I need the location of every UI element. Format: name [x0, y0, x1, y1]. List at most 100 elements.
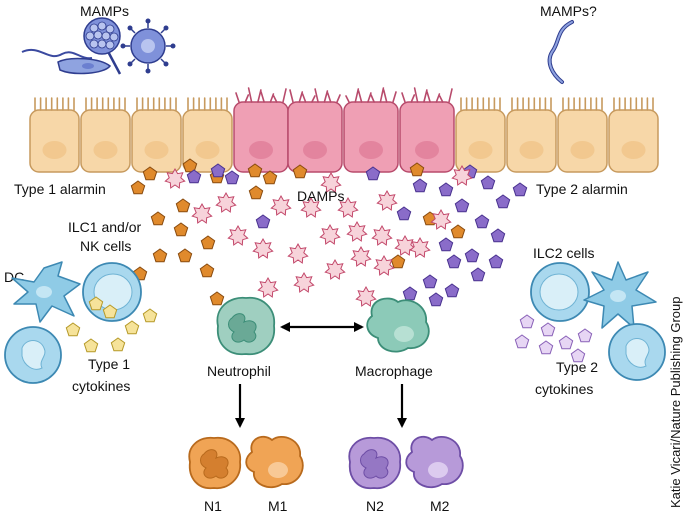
image-credit: Katie Vicari/Nature Publishing Group — [668, 297, 683, 509]
type2-alarmin — [422, 274, 438, 289]
type2-alarmin-label: Type 2 alarmin — [536, 181, 628, 197]
type1-cytokine — [142, 308, 158, 323]
type1-alarmin — [177, 248, 193, 263]
type1-alarmin — [200, 235, 216, 250]
damp — [191, 202, 213, 224]
type2-alarmin — [438, 182, 454, 197]
damp — [355, 285, 377, 307]
damp — [430, 208, 452, 230]
type2-alarmin — [186, 169, 202, 184]
type2-alarmin — [444, 283, 460, 298]
damp — [320, 171, 342, 193]
type1-alarmin — [152, 248, 168, 263]
type2-alarmin — [512, 182, 528, 197]
type2-alarmin — [454, 198, 470, 213]
type1-alarmin — [292, 164, 308, 179]
damp — [337, 196, 359, 218]
epithelial-cell — [80, 97, 131, 173]
lymphocyte-icon-left — [4, 326, 62, 384]
type1-cytokine — [88, 296, 104, 311]
type2-cytokines — [514, 314, 593, 363]
type2-cytokine — [519, 314, 535, 329]
damp — [451, 164, 473, 186]
type2-cytokines-label-line1: Type 2 — [556, 359, 598, 375]
damaged-epithelial-cell — [343, 87, 399, 173]
type1-alarmin — [248, 185, 264, 200]
type2-alarmin — [255, 214, 271, 229]
damp — [394, 234, 416, 256]
dendritic-cell-icon-right — [583, 261, 657, 329]
type1-cytokine — [65, 322, 81, 337]
type1-alarmin — [199, 263, 215, 278]
microbe-right — [547, 20, 574, 84]
epithelium — [29, 87, 659, 173]
epithelial-cell — [182, 97, 233, 173]
flagellate-icon — [21, 49, 112, 75]
type2-alarmin — [365, 166, 381, 181]
damp — [350, 245, 372, 267]
type1-alarmin — [450, 224, 466, 239]
type2-cytokine — [540, 322, 556, 337]
n2-label: N2 — [366, 498, 384, 514]
damaged-epithelial-cell — [233, 87, 289, 173]
damp — [215, 191, 237, 213]
fungus-icon — [83, 17, 122, 75]
type1-cytokine — [83, 338, 99, 353]
epithelial-cell — [506, 97, 557, 173]
m1-label: M1 — [268, 498, 288, 514]
neutrophil-cell-icon — [216, 296, 275, 356]
type2-alarmin — [480, 175, 496, 190]
type2-cytokine — [570, 348, 586, 363]
type2-cytokine — [538, 340, 554, 355]
mamps-right-label: MAMPs? — [540, 3, 597, 19]
epithelial-cell — [131, 97, 182, 173]
epithelial-cell — [29, 97, 80, 173]
type1-alarmin-label: Type 1 alarmin — [14, 181, 106, 197]
damp — [319, 223, 341, 245]
type1-alarmin — [209, 291, 225, 306]
type2-alarmin — [428, 292, 444, 307]
type2-cytokines-label-line2: cytokines — [535, 381, 593, 397]
type1-cytokines-label-line2: cytokines — [72, 378, 130, 394]
type2-alarmin — [464, 248, 480, 263]
damaged-epithelial-cell — [287, 88, 343, 173]
type2-alarmin — [412, 178, 428, 193]
type2-cytokine — [514, 334, 530, 349]
type1-cytokines-label-line1: Type 1 — [88, 356, 130, 372]
n1-label: N1 — [204, 498, 222, 514]
type2-alarmin — [446, 254, 462, 269]
ilc2-cell-icon — [530, 262, 590, 322]
damaged-epithelial-cell — [399, 87, 455, 173]
ilc1-label-line2: NK cells — [80, 238, 131, 254]
type1-alarmin — [173, 222, 189, 237]
type2-alarmin — [490, 228, 506, 243]
virus-icon — [120, 18, 176, 74]
damp — [376, 189, 398, 211]
type1-alarmin — [247, 163, 263, 178]
damp — [287, 242, 309, 264]
macrophage-label: Macrophage — [355, 363, 433, 379]
type1-alarmin — [175, 198, 191, 213]
damp — [346, 220, 368, 242]
type2-alarmin — [396, 206, 412, 221]
spirochete-icon — [547, 20, 574, 84]
type2-alarmin — [470, 267, 486, 282]
type2-alarmin — [224, 170, 240, 185]
damp — [270, 194, 292, 216]
m1-cell-icon — [245, 435, 304, 489]
damp — [371, 224, 393, 246]
damp — [252, 237, 274, 259]
type1-alarmin — [150, 211, 166, 226]
lymphocyte-icon-right — [608, 323, 666, 381]
damp — [324, 258, 346, 280]
macrophage-cell-icon — [366, 297, 430, 353]
mamps-left-label: MAMPs — [80, 3, 129, 19]
alarmin-particles — [130, 158, 528, 307]
type1-alarmin — [390, 254, 406, 269]
type1-cytokine — [124, 320, 140, 335]
type1-alarmin — [130, 180, 146, 195]
type2-alarmin — [488, 254, 504, 269]
damp — [409, 236, 431, 258]
